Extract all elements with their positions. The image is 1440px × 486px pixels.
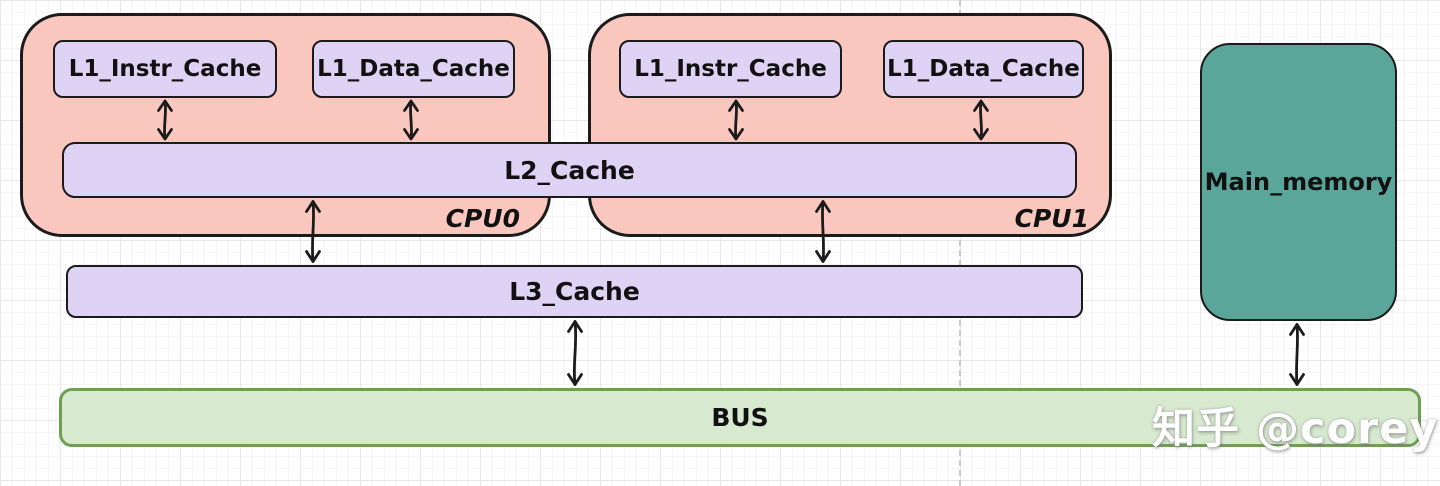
main-memory-box: Main_memory	[1200, 43, 1397, 321]
cpu0-l1-instr-cache-box: L1_Instr_Cache	[53, 40, 277, 98]
bus-label: BUS	[711, 403, 769, 432]
cpu0-l1-data-cache-box: L1_Data_Cache	[312, 40, 515, 98]
cpu1-l1-data-cache-box: L1_Data_Cache	[883, 40, 1084, 98]
cpu0-label: CPU0	[445, 204, 520, 233]
l3-cache-label: L3_Cache	[509, 277, 640, 306]
cpu1-l1-data-cache-label: L1_Data_Cache	[887, 56, 1080, 82]
cpu0-l1-data-cache-label: L1_Data_Cache	[317, 56, 510, 82]
cpu0-l1-instr-cache-label: L1_Instr_Cache	[68, 56, 262, 82]
cpu1-l1-instr-cache-label: L1_Instr_Cache	[634, 56, 827, 82]
arrow-cpu0-l1instr-l2	[157, 99, 173, 141]
arrow-cpu0-l1data-l2	[403, 99, 419, 141]
page-boundary-dashed-line	[959, 0, 961, 486]
l2-cache-label: L2_Cache	[504, 155, 635, 185]
arrow-l3-bus	[567, 320, 583, 386]
arrow-cpu1-l1instr-l2	[728, 99, 744, 141]
arrow-cpu1-l1data-l2	[973, 99, 989, 141]
l3-cache-box: L3_Cache	[66, 265, 1083, 318]
cpu1-label: CPU1	[1014, 204, 1089, 233]
arrow-cpu1-l2-l3	[815, 200, 831, 263]
l2-cache-box: L2_Cache	[62, 142, 1077, 198]
cpu1-l1-instr-cache-box: L1_Instr_Cache	[619, 40, 842, 98]
bus-box: BUS	[59, 388, 1421, 447]
arrow-memory-bus	[1289, 323, 1305, 386]
arrow-cpu0-l2-l3	[305, 200, 321, 263]
main-memory-label: Main_memory	[1204, 168, 1393, 196]
zhihu-watermark: 知乎 @corey	[1152, 404, 1439, 454]
